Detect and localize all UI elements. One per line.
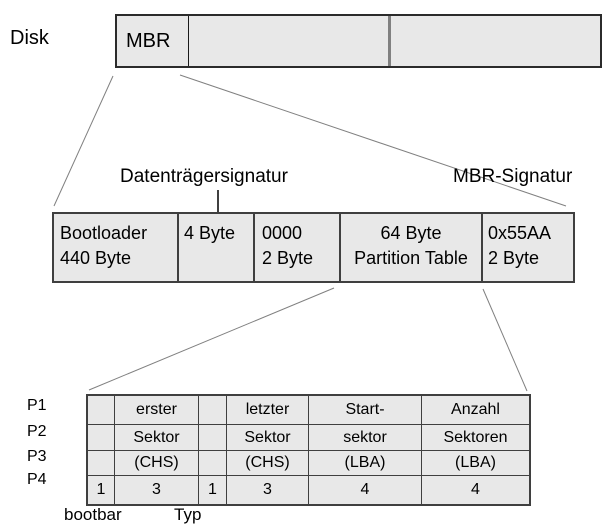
pt-cell-r1c3: Sektor	[227, 425, 309, 451]
pt-cell-r1c5: Sektoren	[422, 425, 529, 451]
disk-segment-3	[391, 16, 600, 66]
pt-cell-r3c4: 4	[309, 476, 422, 504]
mbr-cell-signature: 0x55AA 2 Byte	[483, 214, 573, 281]
disk-segment-mbr: MBR	[117, 16, 189, 66]
partition-label-p4: P4	[27, 471, 47, 488]
mbr-signature-label: MBR-Signatur	[453, 166, 573, 187]
partition-label-p3: P3	[27, 448, 47, 465]
pt-cell-r2c3: (CHS)	[227, 451, 309, 476]
pt-cell-r3c3: 3	[227, 476, 309, 504]
connector-line-table-left	[88, 287, 335, 391]
pt-cell-r1c4: sektor	[309, 425, 422, 451]
disk-signature-label: Datenträgersignatur	[120, 166, 288, 187]
mbr-cell-text: Bootloader	[60, 223, 148, 243]
partition-label-p2: P2	[27, 423, 47, 440]
mbr-cell-text: 440 Byte	[60, 248, 132, 268]
pt-cell-r2c0	[88, 451, 115, 476]
disk-segment-2	[189, 16, 391, 66]
mbr-cell-text: 2 Byte	[262, 248, 314, 268]
pt-cell-r0c4: Start-	[309, 396, 422, 425]
connector-line-table-right	[482, 288, 528, 392]
mbr-detail-bar: Bootloader 440 Byte 4 Byte 0000 2 Byte 6…	[52, 212, 575, 283]
pt-cell-r3c5: 4	[471, 481, 480, 498]
mbr-cell-text: 2 Byte	[488, 248, 540, 268]
mbr-cell-text: 64 Byte	[380, 223, 442, 243]
pt-cell-r2c2	[199, 451, 227, 476]
mbr-cell-bootloader: Bootloader 440 Byte	[54, 214, 179, 281]
pt-cell-r1c2	[199, 425, 227, 451]
pt-cell-r3c2: 1	[199, 476, 227, 504]
pt-cell-r0c5: Anzahl	[422, 396, 529, 425]
mbr-cell-text: Partition Table	[354, 248, 468, 268]
mbr-cell-text: 0000	[262, 223, 303, 243]
partition-label-p1: P1	[27, 397, 47, 414]
pt-cell-r3c0: 1	[88, 476, 115, 504]
pt-cell-r0c3: letzter	[227, 396, 309, 425]
pt-cell-r2c4: (LBA)	[309, 451, 422, 476]
mbr-cell-text: 0x55AA	[488, 223, 552, 243]
connector-line-mbr-left	[53, 75, 114, 207]
pt-cell-r0c0	[88, 396, 115, 425]
mbr-cell-text: 4 Byte	[184, 223, 236, 243]
disk-label: Disk	[10, 27, 49, 49]
pt-cell-r0c1: erster	[115, 396, 199, 425]
mbr-cell-disk-signature: 4 Byte	[179, 214, 255, 281]
pt-cell-r1c1: Sektor	[115, 425, 199, 451]
pt-cell-r2c5: (LBA)	[422, 451, 529, 476]
partition-entry-table: erster letzter Start- Anzahl Sektor Sekt…	[86, 394, 531, 506]
type-field-label: Typ	[174, 505, 202, 524]
pt-cell-r1c0	[88, 425, 115, 451]
disk-bar: MBR	[115, 14, 602, 68]
pt-cell-r3c1: 3	[115, 476, 199, 504]
bootable-flag-label: bootbar	[64, 505, 122, 524]
pt-cell-r0c2	[199, 396, 227, 425]
mbr-cell-partition-table: 64 Byte Partition Table	[341, 214, 483, 281]
mbr-segment-label: MBR	[126, 29, 171, 52]
pt-cell-r2c1: (CHS)	[115, 451, 199, 476]
mbr-cell-nulls: 0000 2 Byte	[255, 214, 341, 281]
